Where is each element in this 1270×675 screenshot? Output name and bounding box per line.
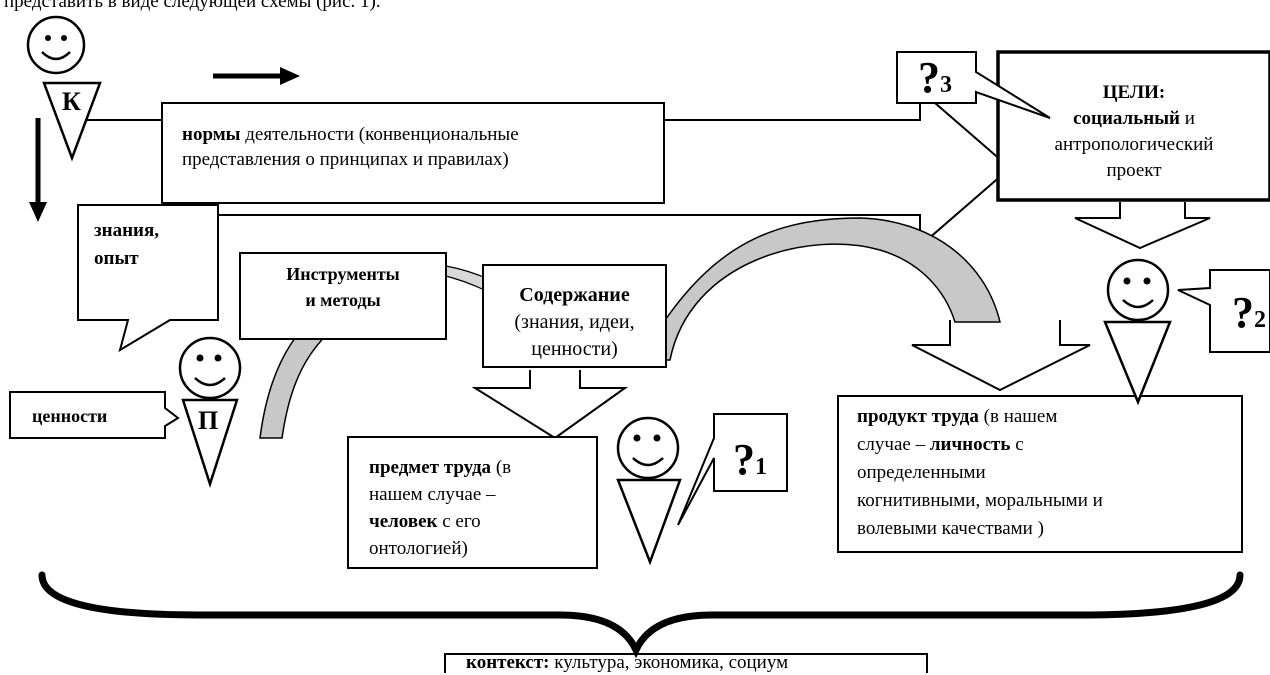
- subject-line2: нашем случае –: [369, 484, 496, 505]
- goals-down-arrow: [1074, 202, 1211, 250]
- question-2-index: 2: [1254, 307, 1266, 333]
- tools-box: [239, 252, 447, 340]
- knowledge-line2: опыт: [94, 248, 139, 269]
- question-1-mark: ?: [733, 435, 755, 484]
- norms-line1: нормы деятельности (конвенциональные: [182, 122, 519, 147]
- grey-arc-right: [638, 217, 1001, 361]
- goals-line2-rest: и: [1180, 108, 1195, 129]
- content-line3: ценности): [531, 338, 618, 360]
- person-k: [26, 15, 102, 162]
- subject-line1-rest: (в: [491, 457, 512, 478]
- letter-k: К: [62, 87, 81, 116]
- values-callout: [9, 391, 180, 439]
- product-line2-bold: личность: [929, 434, 1011, 455]
- product-line5: волевыми качествами ): [857, 518, 1044, 539]
- question-1-index: 1: [755, 454, 767, 480]
- goals-title: ЦЕЛИ:: [1102, 82, 1166, 103]
- values-label: ценности: [32, 406, 108, 426]
- question-3: ?3: [918, 56, 952, 107]
- context-brace: [38, 571, 1244, 659]
- product-line2: случае – личность с: [857, 432, 1024, 457]
- person-1: [616, 416, 682, 566]
- knowledge-line1: знания,: [94, 220, 160, 241]
- product-bold: продукт труда: [857, 406, 979, 427]
- subject-box: [347, 436, 598, 569]
- q2-callout: [1177, 269, 1270, 353]
- tools-line1: Инструменты: [286, 264, 400, 284]
- tools-line2: и методы: [305, 290, 381, 310]
- context-box: [444, 653, 928, 673]
- black-right-arrow: [213, 67, 300, 85]
- content-line2: (знания, идеи,: [514, 311, 635, 333]
- black-down-arrow: [29, 118, 47, 222]
- context-bold: контекст:: [466, 652, 550, 673]
- question-1: ?1: [733, 438, 767, 489]
- norms-rest: деятельности (конвенциональные: [240, 124, 519, 145]
- norms-box: [161, 102, 665, 204]
- product-line2-a: случае –: [857, 434, 930, 455]
- context-rest: культура, экономика, социум: [549, 652, 789, 673]
- product-line1: продукт труда (в нашем: [857, 404, 1057, 429]
- subject-line1: предмет труда (в: [369, 455, 511, 480]
- goals-line2-bold: социальный: [1073, 108, 1180, 129]
- product-line2-rest: с: [1010, 434, 1024, 455]
- subject-bold: предмет труда: [369, 457, 492, 478]
- content-title: Содержание: [519, 284, 630, 306]
- goals-line2: социальный и: [1000, 106, 1268, 131]
- question-2-mark: ?: [1232, 288, 1254, 337]
- norms-bold: нормы: [182, 124, 241, 145]
- goals-line3: антропологический: [1054, 134, 1214, 155]
- header-text: представить в виде следующей схемы (рис.…: [4, 0, 381, 12]
- product-line1-rest: (в нашем: [978, 406, 1058, 427]
- q1-callout: [677, 413, 788, 526]
- person-p: [178, 336, 242, 489]
- context-text: контекст: культура, экономика, социум: [466, 650, 788, 675]
- question-2: ?2: [1232, 291, 1266, 342]
- subject-line3: человек с его: [369, 509, 481, 534]
- product-arrow: [911, 320, 1091, 392]
- goals-line4: проект: [1106, 160, 1162, 181]
- subject-line3-bold: человек: [369, 511, 438, 532]
- q3-callout: [896, 51, 1051, 119]
- product-box: [837, 395, 1243, 553]
- question-3-index: 3: [940, 72, 952, 98]
- content-box: [482, 264, 667, 368]
- content-down-arrow: [471, 370, 629, 440]
- knowledge-callout: [77, 204, 219, 353]
- product-line4: когнитивными, моральными и: [857, 490, 1103, 511]
- norms-line2: представления о принципах и правилах): [182, 149, 509, 170]
- product-line3: определенными: [857, 462, 986, 483]
- question-3-mark: ?: [918, 53, 940, 102]
- letter-p: П: [198, 406, 219, 435]
- subject-line3-rest: с его: [437, 511, 481, 532]
- goals-box: [996, 50, 1270, 202]
- subject-line4: онтологией): [369, 538, 468, 559]
- person-2: [1103, 258, 1172, 406]
